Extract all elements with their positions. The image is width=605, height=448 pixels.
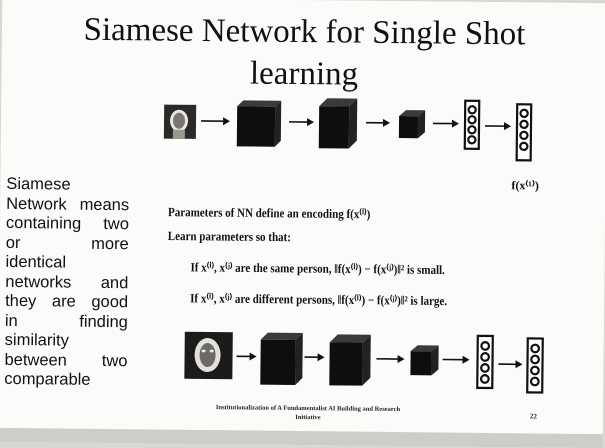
different-person-condition: If x⁽ⁱ⁾, x⁽ʲ⁾ are different persons, ‖f(… <box>190 291 447 309</box>
side-line: Siamese <box>6 175 129 196</box>
conv-block-3-top <box>399 110 425 138</box>
side-line: identical <box>5 253 128 274</box>
side-line: they are good <box>5 292 128 313</box>
fc-vector-bottom <box>477 336 493 388</box>
conv-block-1-bottom <box>260 333 303 385</box>
side-line: Network means <box>6 194 129 215</box>
encoding-vector-bottom <box>527 338 543 392</box>
conv-block-3-bottom <box>410 345 438 375</box>
face-image-bottom <box>184 332 232 380</box>
conv-block-2-top <box>319 98 358 148</box>
page-number: 22 <box>530 412 537 420</box>
encoding-label: f(x⁽¹⁾) <box>511 178 539 193</box>
side-line: similarity <box>5 331 128 352</box>
side-line: in finding <box>5 311 128 332</box>
side-line: containing two <box>6 214 129 235</box>
side-description: Siamese Network means containing two or … <box>4 175 129 391</box>
learn-text: Learn parameters so that: <box>168 230 291 245</box>
side-line: or more <box>6 233 129 254</box>
side-line: networks and <box>5 272 128 293</box>
params-text: Parameters of NN define an encoding f(x⁽… <box>168 205 370 222</box>
conv-block-1-top <box>237 100 281 146</box>
slide-footer: Institutionalization of A Fundamentalist… <box>208 403 408 423</box>
fc-vector-top <box>465 101 480 149</box>
side-line: between two <box>4 350 127 371</box>
same-person-condition: If x⁽ⁱ⁾, x⁽ʲ⁾ are the same person, ‖f(x⁽… <box>190 260 445 278</box>
face-image-top <box>164 105 196 139</box>
encoding-vector-top <box>517 104 532 160</box>
side-line: comparable <box>4 370 127 391</box>
conv-block-2-bottom <box>329 334 371 385</box>
